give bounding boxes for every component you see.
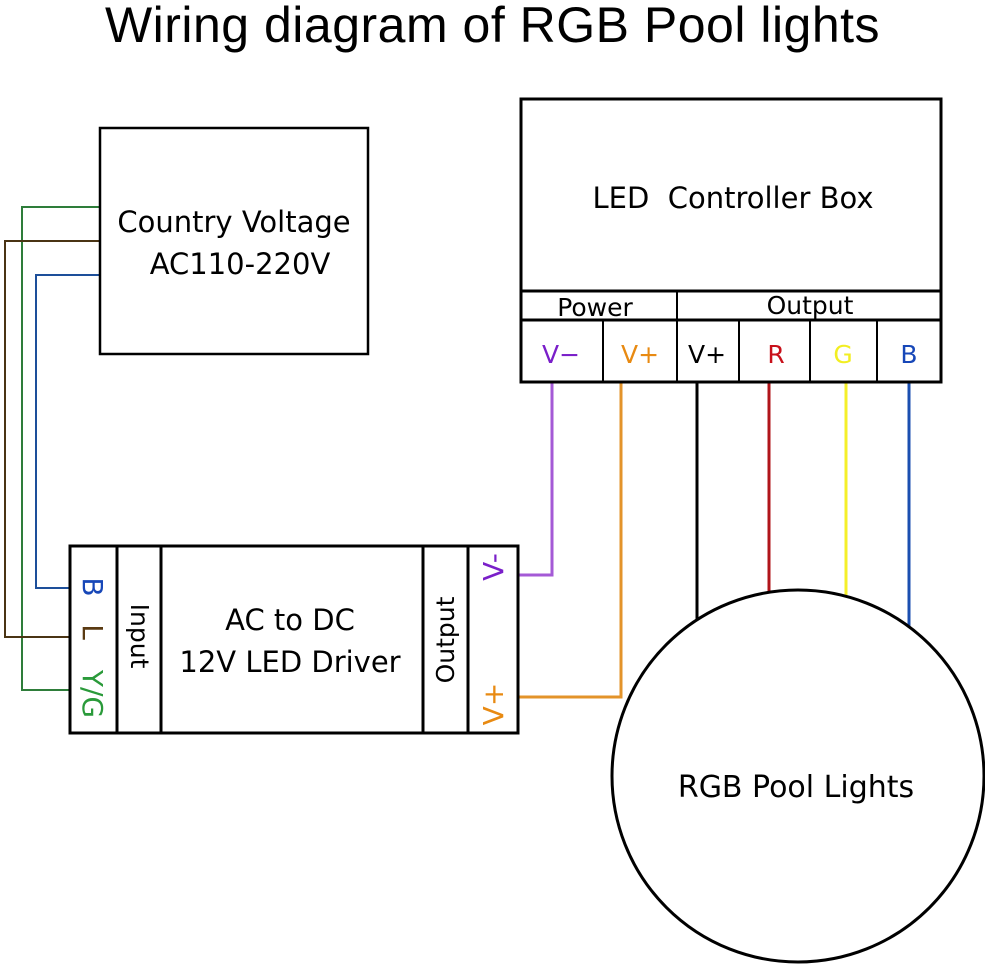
driver-terminal-b: B <box>76 577 109 596</box>
driver-terminal-v-minus: V- <box>477 553 510 581</box>
terminal-v-plus-power: V+ <box>621 340 659 369</box>
terminal-r: R <box>767 340 784 369</box>
led-controller-box: LED Controller Box Power Output V− V+ V+… <box>519 97 943 384</box>
driver-terminal-l: L <box>76 624 109 640</box>
terminal-v-plus-output: V+ <box>688 340 726 369</box>
wire-v-plus <box>518 382 623 699</box>
terminal-v-minus: V− <box>542 340 580 369</box>
driver-output-label: Output <box>431 596 460 683</box>
wire-ground <box>21 206 103 691</box>
pool-lights-label: RGB Pool Lights <box>678 770 914 805</box>
controller-title: LED Controller Box <box>592 181 873 215</box>
voltage-range-label: AC110-220V <box>150 247 331 281</box>
terminal-b: B <box>900 340 917 369</box>
power-header: Power <box>557 293 633 322</box>
terminal-g: G <box>833 340 852 369</box>
driver-terminal-v-plus: V+ <box>477 683 510 726</box>
country-voltage-box: Country Voltage AC110-220V <box>98 126 370 356</box>
rgb-pool-lights: RGB Pool Lights <box>610 588 985 964</box>
wire-v-minus <box>518 382 554 577</box>
driver-terminal-y-g: Y/G <box>76 669 109 718</box>
wire-live <box>4 240 100 638</box>
diagram-title: Wiring diagram of RGB Pool lights <box>104 0 881 53</box>
led-driver-box: AC to DC 12V LED Driver Input Output B L… <box>68 544 520 735</box>
wire-neutral <box>35 274 100 589</box>
driver-label-line2: 12V LED Driver <box>179 645 400 679</box>
country-voltage-label: Country Voltage <box>117 205 350 239</box>
driver-label-line1: AC to DC <box>225 603 355 637</box>
driver-input-label: Input <box>125 604 154 669</box>
output-header: Output <box>767 291 854 320</box>
